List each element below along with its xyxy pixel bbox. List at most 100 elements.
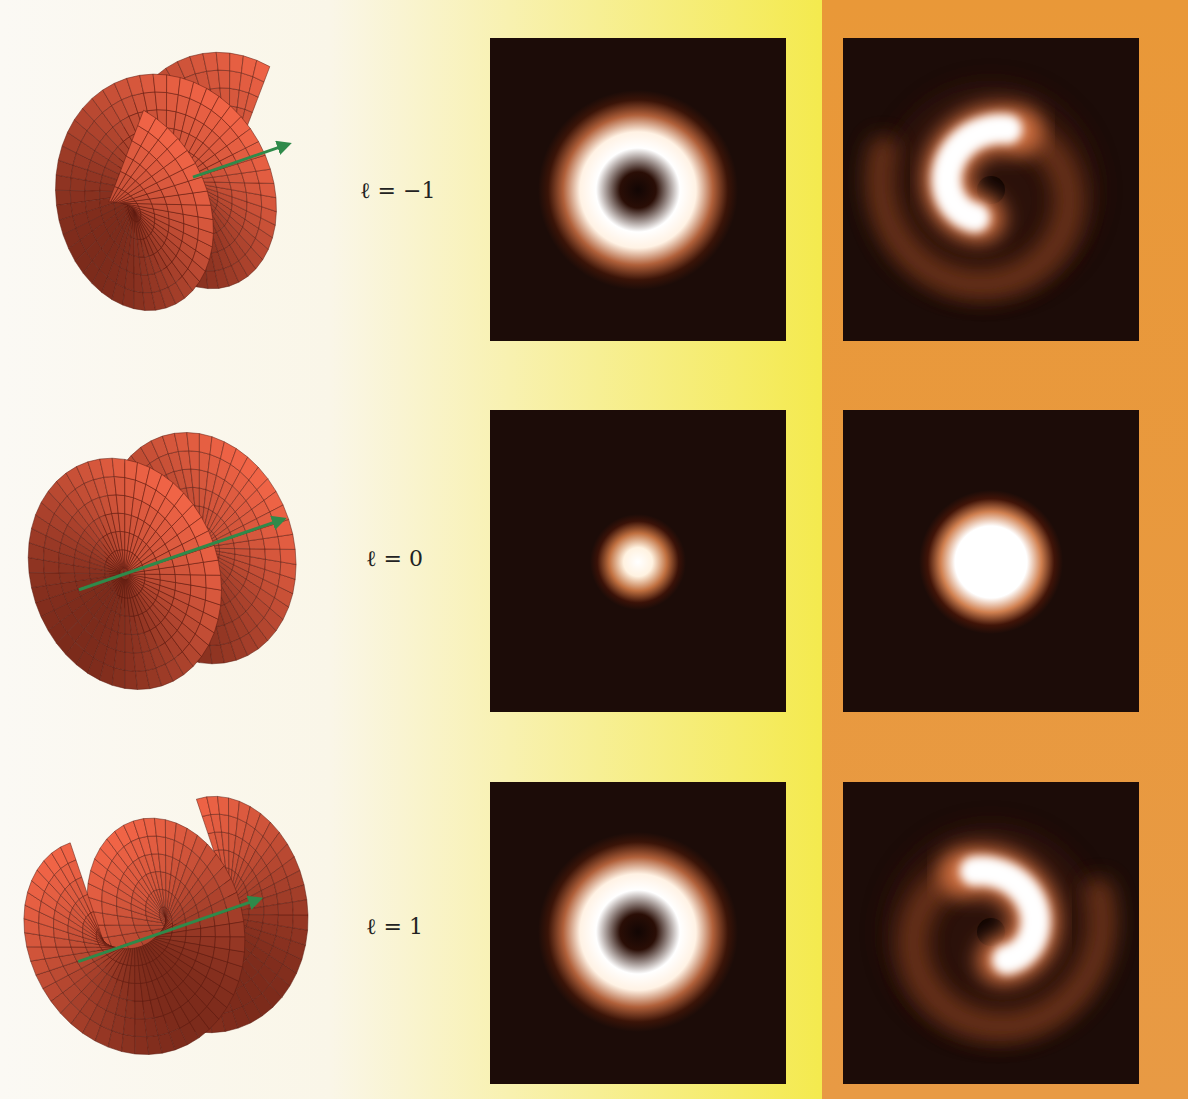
surface-patch xyxy=(215,937,231,950)
surface-patch xyxy=(230,53,244,73)
bright-arm xyxy=(946,129,1007,218)
surface-patch xyxy=(118,615,125,634)
surface-patch xyxy=(218,70,230,88)
surface-patch xyxy=(201,926,216,937)
surface-patch xyxy=(215,182,232,190)
surface-patch xyxy=(90,573,106,579)
surface-patch xyxy=(76,877,88,896)
surface-patch xyxy=(119,925,136,935)
gaussian-spot xyxy=(919,490,1063,634)
surface-patch xyxy=(120,531,125,550)
surface-patch xyxy=(127,254,134,274)
surface-patch xyxy=(167,204,184,214)
surface-patch xyxy=(123,1017,135,1036)
surface-patch xyxy=(156,836,165,855)
surface-patch xyxy=(131,220,134,239)
donut-beam xyxy=(538,832,738,1032)
surface-patch xyxy=(86,947,103,952)
surface-patch xyxy=(203,52,218,71)
surface-patch xyxy=(68,860,82,880)
surface-patch xyxy=(145,574,160,580)
surface-patch xyxy=(293,915,308,930)
bright-arm-glow xyxy=(964,871,1036,960)
order-label: ℓ = 0 xyxy=(366,546,423,572)
spiral-pattern xyxy=(879,80,1101,300)
surface-patch xyxy=(193,487,200,506)
image-frame xyxy=(490,38,786,341)
surface-patch xyxy=(277,889,293,904)
surface-patch xyxy=(160,574,176,582)
spiral-images xyxy=(879,80,1102,1042)
surface-patch xyxy=(44,573,61,586)
surface-patch xyxy=(265,549,281,562)
surface-patch xyxy=(200,937,216,948)
surface-patch xyxy=(181,205,198,217)
surface-patch xyxy=(129,966,135,984)
image-frame xyxy=(843,38,1139,341)
surface-patch xyxy=(259,183,276,198)
donut-beam xyxy=(538,90,738,290)
surface-patch xyxy=(125,459,138,480)
surface-patch xyxy=(174,433,188,452)
surface-patch xyxy=(228,950,245,967)
surface-patch xyxy=(278,915,294,928)
image-frame xyxy=(490,782,786,1084)
wavefront xyxy=(28,433,296,690)
surface-patch xyxy=(206,575,222,590)
surface-patch xyxy=(183,942,199,952)
surface-patch xyxy=(114,650,125,670)
surface-patch xyxy=(230,183,247,193)
surface-patch xyxy=(278,534,295,549)
surface-patch xyxy=(189,451,200,470)
surface-patch xyxy=(120,597,125,616)
surface-patch xyxy=(56,947,73,957)
surface-patch xyxy=(256,169,274,183)
surface-patch xyxy=(193,191,211,205)
surface-patch xyxy=(123,288,134,309)
surface-patch xyxy=(120,579,125,597)
surface-patch xyxy=(109,187,118,202)
surface-patch xyxy=(120,550,125,568)
bright-arm-glow xyxy=(946,129,1018,218)
surface-patch xyxy=(250,549,266,560)
surface-patch xyxy=(219,548,235,554)
surface-patch xyxy=(137,204,153,209)
surface-patch xyxy=(213,947,230,962)
surface-patch xyxy=(127,983,135,1001)
surface-patch xyxy=(129,237,134,256)
surface-patch xyxy=(235,549,251,557)
surface-patch xyxy=(161,872,166,891)
surface-patch xyxy=(116,495,125,514)
surface-patch xyxy=(130,575,145,581)
surface-patch xyxy=(155,92,167,110)
surface-patch xyxy=(125,271,134,291)
wavefront-illustrations xyxy=(24,52,308,1054)
surface-patch xyxy=(290,885,306,902)
spiral-pattern xyxy=(881,822,1103,1042)
surface-patch xyxy=(206,588,222,605)
surface-patch xyxy=(154,818,165,837)
surface-patch xyxy=(97,929,106,946)
surface-patch xyxy=(122,580,125,598)
surface-patch xyxy=(245,183,262,195)
image-frame xyxy=(843,410,1139,712)
surface-patch xyxy=(118,513,125,532)
propagation-arrow xyxy=(193,145,285,177)
surface-patch xyxy=(293,900,309,915)
surface-patch xyxy=(130,574,145,577)
surface-patch xyxy=(163,889,166,908)
surface-patch xyxy=(175,575,191,586)
surface-patch xyxy=(190,575,206,588)
surface-patch xyxy=(216,52,230,70)
surface-patch xyxy=(187,433,200,452)
surface-patch xyxy=(167,75,181,95)
surface-patch xyxy=(159,854,166,873)
surface-patch xyxy=(253,60,270,82)
surface-patch xyxy=(122,550,125,568)
surface-patch xyxy=(112,668,125,689)
surface-patch xyxy=(280,562,296,579)
surface-patch xyxy=(175,150,195,169)
surface-patch xyxy=(222,832,229,851)
